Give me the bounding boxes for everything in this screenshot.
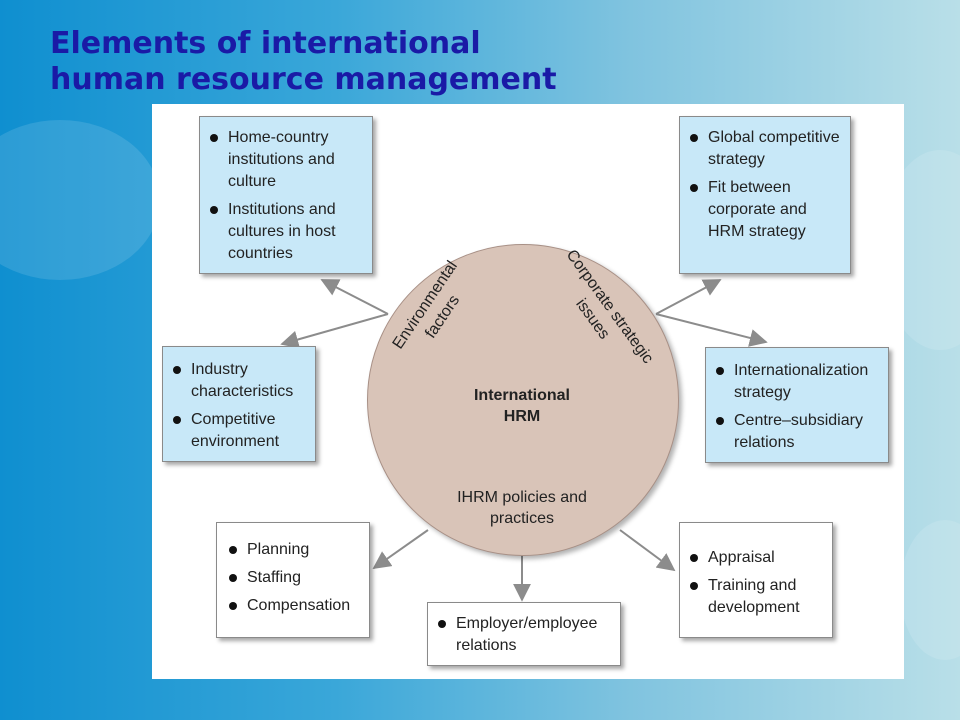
industry-box: Industry characteristics Competitive env… [162,346,316,462]
center-label-line-1: International [473,387,570,404]
host-country-item: Institutions and cultures in host countr… [208,199,364,265]
slide-title-line-1: Elements of international [50,26,481,61]
arrow-to-internationalization-box [655,313,768,347]
ihrm-label-line-2: practices [489,510,555,527]
employer-relations-item: Employer/employee relations [436,613,612,657]
diagram-arrows [280,279,768,602]
employer-relations-box: Employer/employee relations [427,602,621,666]
home-country-box: Home-country institutions and culture In… [199,116,373,274]
staffing-item: Staffing [227,567,361,589]
internationalization-box: Internationalization strategy Centre–sub… [705,347,889,463]
slide-title: Elements of international human resource… [50,26,557,98]
background-map-shape [0,120,160,280]
background-map-shape [900,520,960,660]
planning-item: Planning [227,539,361,561]
appraisal-item: Appraisal [688,547,824,569]
industry-item: Industry characteristics [171,359,307,403]
compensation-item: Compensation [227,595,361,617]
arrow-to-home-country-box [320,279,389,315]
centre-subsidiary-item: Centre–subsidiary relations [714,410,880,454]
arrow-to-appraisal-box [619,529,676,572]
training-item: Training and development [688,575,824,619]
slide-title-line-2: human resource management [50,62,557,97]
ihrm-label-line-1: IHRM policies and [457,489,587,506]
international-hrm-circle [367,244,679,556]
global-strategy-item: Global competitive strategy [688,127,842,171]
internationalization-item: Internationalization strategy [714,360,880,404]
arrow-to-planning-box [372,529,429,570]
competitive-environment-item: Competitive environment [171,409,307,453]
global-strategy-box: Global competitive strategy Fit between … [679,116,851,274]
international-hrm-label: International HRM [442,385,602,427]
strategy-fit-item: Fit between corporate and HRM strategy [688,177,842,243]
diagram-panel: International HRM Environmental factors … [152,104,904,679]
ihrm-policies-label: IHRM policies and practices [442,487,602,529]
arrow-to-industry-box [280,313,389,349]
center-label-line-2: HRM [503,408,541,425]
planning-box: Planning Staffing Compensation [216,522,370,638]
arrow-to-global-box [655,279,722,315]
home-country-item: Home-country institutions and culture [208,127,364,193]
appraisal-box: Appraisal Training and development [679,522,833,638]
